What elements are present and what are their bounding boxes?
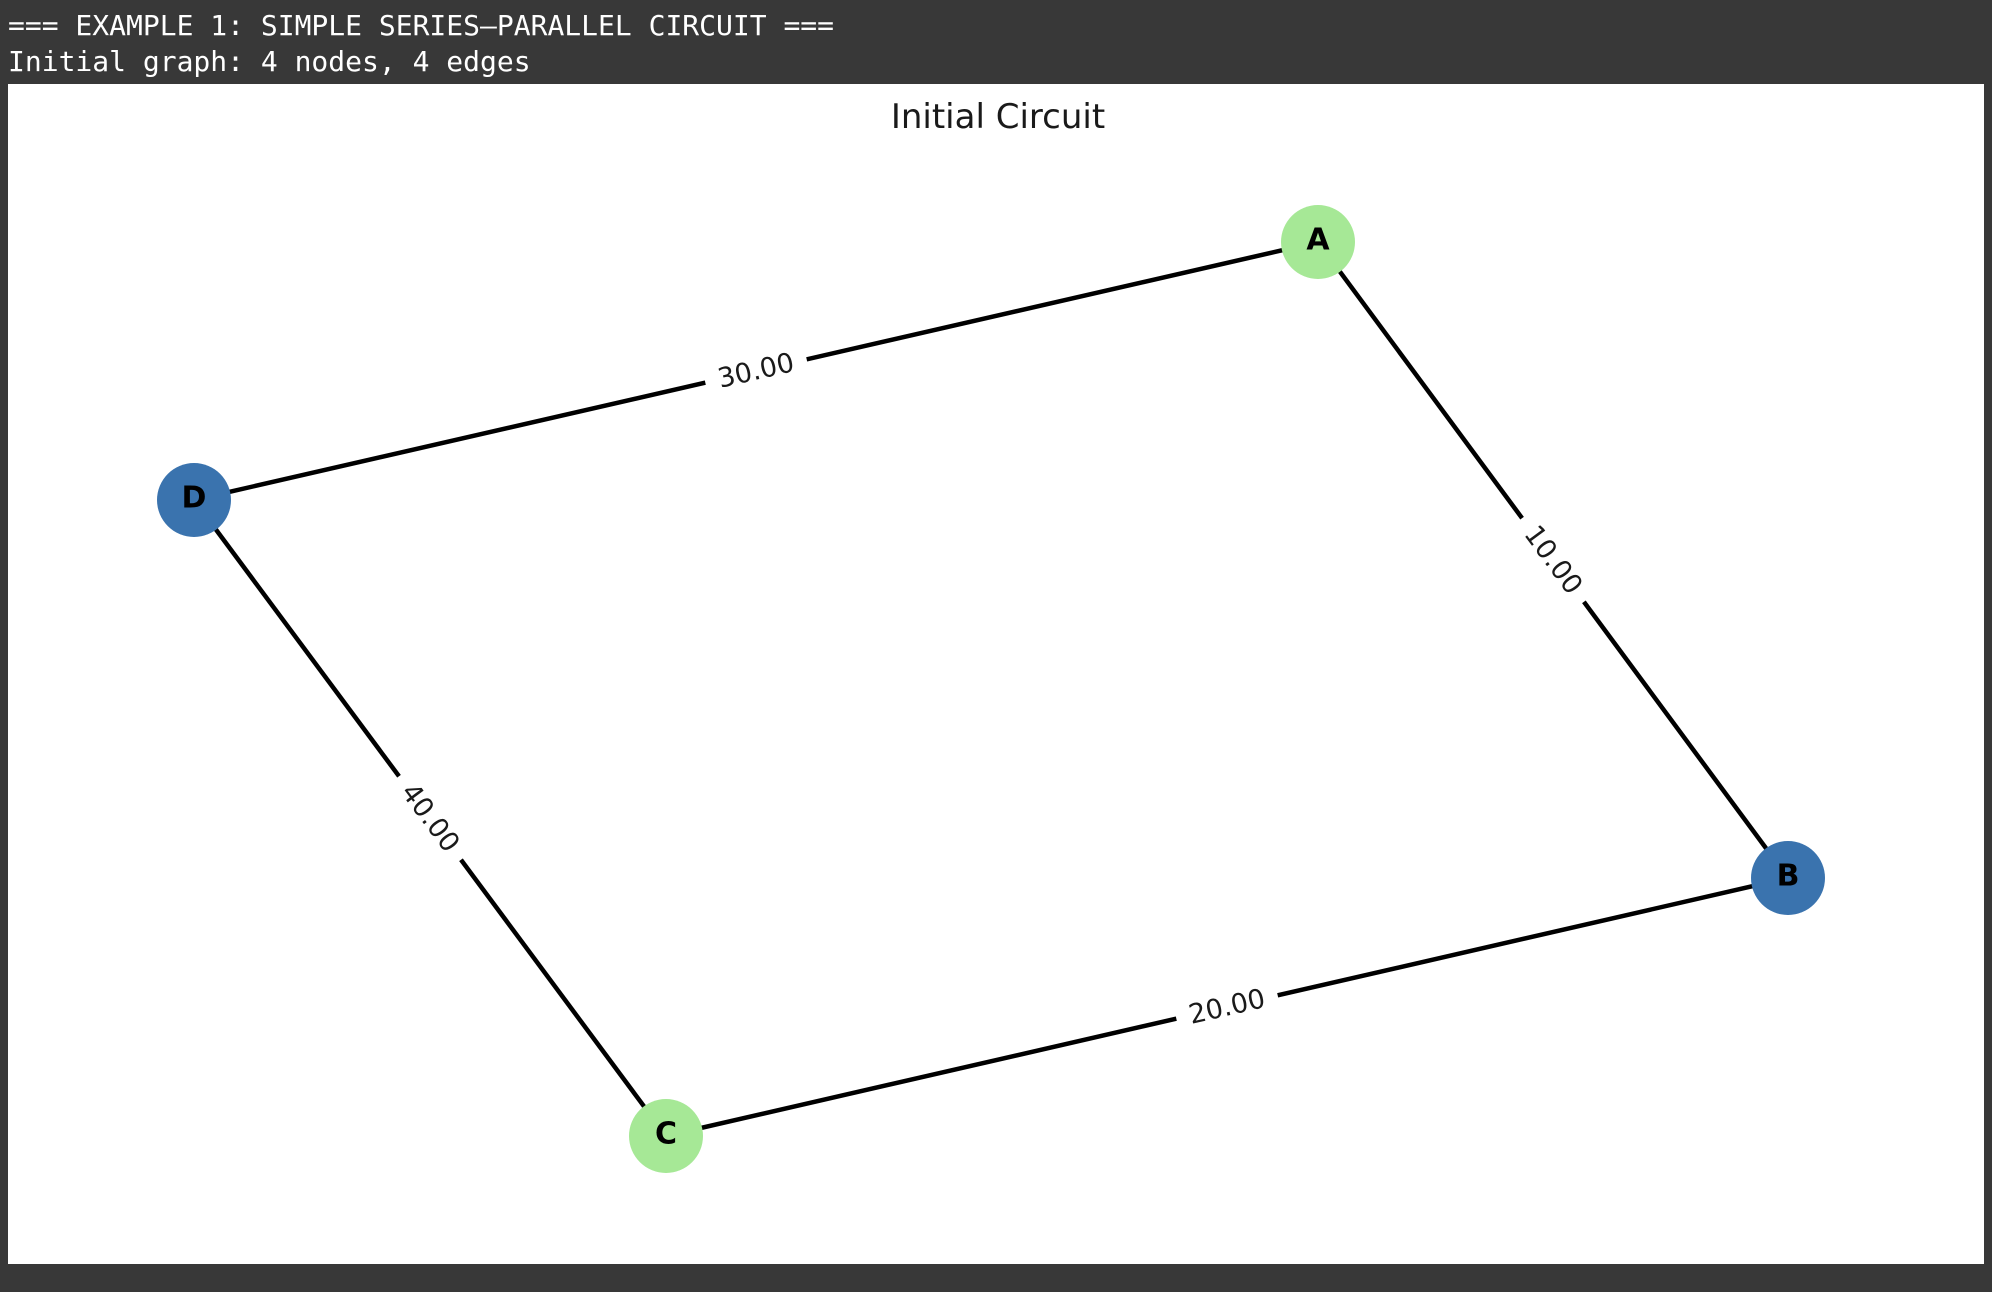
- node-A: A: [1281, 205, 1355, 279]
- edge-label-background: [700, 339, 812, 403]
- nodes-layer: A B C D: [157, 205, 1825, 1173]
- node-label: D: [182, 481, 207, 516]
- edge-label-A-B: 10.00: [1506, 506, 1600, 614]
- circuit-graph: Initial Circuit 10.00 20.00 30.00 40.00 A B C…: [157, 97, 1825, 1173]
- edge-label-background: [1506, 506, 1600, 614]
- node-circle: [1281, 205, 1355, 279]
- node-circle: [157, 463, 231, 537]
- node-D: D: [157, 463, 231, 537]
- console-line-graph-info: Initial graph: 4 nodes, 4 edges: [8, 45, 531, 78]
- node-C: C: [629, 1099, 703, 1173]
- edge-label-C-D: 40.00: [382, 764, 478, 872]
- edge-label-background: [382, 764, 478, 872]
- edge-label-B-C: 20.00: [1171, 975, 1283, 1039]
- console-output: === EXAMPLE 1: SIMPLE SERIES–PARALLEL CI…: [8, 8, 834, 80]
- node-B: B: [1751, 841, 1825, 915]
- edge-labels-layer: 10.00 20.00 30.00 40.00: [382, 339, 1600, 1039]
- edge-label-background: [1171, 975, 1283, 1039]
- node-label: C: [655, 1117, 677, 1152]
- node-circle: [1751, 841, 1825, 915]
- figure-title: Initial Circuit: [891, 97, 1105, 137]
- node-label: B: [1777, 859, 1800, 894]
- console-line-header: === EXAMPLE 1: SIMPLE SERIES–PARALLEL CI…: [8, 9, 835, 42]
- node-circle: [629, 1099, 703, 1173]
- edge-label-D-A: 30.00: [700, 339, 812, 403]
- edges-layer: [192, 239, 1790, 1139]
- node-label: A: [1306, 223, 1330, 258]
- plot-figure: Initial Circuit 10.00 20.00 30.00 40.00 A B C…: [8, 84, 1984, 1264]
